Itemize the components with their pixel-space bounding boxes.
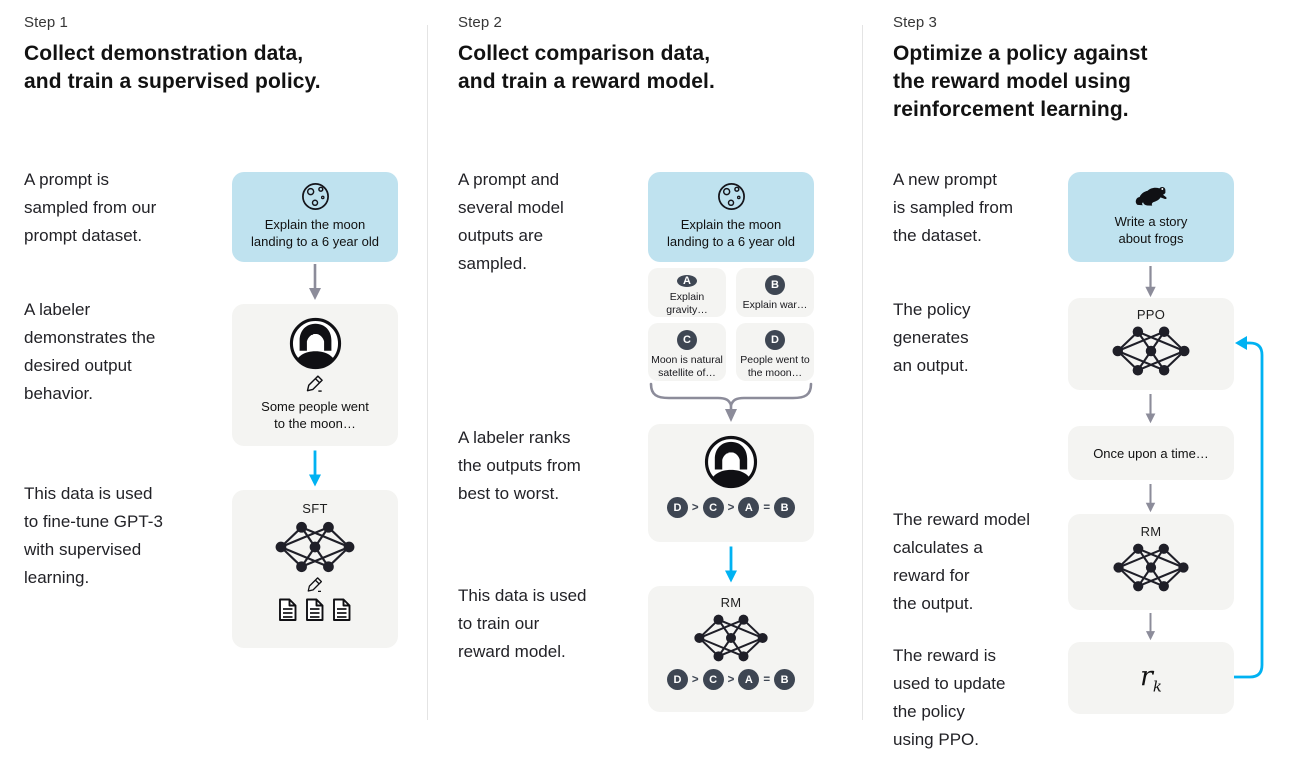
reward-value: rk (1139, 660, 1162, 696)
output-card-a: A Explain gravity… (648, 268, 726, 317)
step1-sft-box: SFT (232, 490, 398, 648)
down-arrow-cyan-icon (724, 546, 738, 584)
step3-ppo-box: PPO (1068, 298, 1234, 390)
rm-label: RM (720, 595, 742, 610)
rank-badge: A (738, 497, 760, 518)
step1-caption-labeler: A labeler demonstrates the desired outpu… (24, 300, 156, 403)
step3-output-box: Once upon a time… (1068, 426, 1234, 480)
output-card-b: B Explain war… (736, 268, 814, 317)
step2-caption-sample: A prompt and several model outputs are s… (458, 170, 564, 273)
moon-icon (301, 183, 329, 210)
step3-reward-box: rk (1068, 642, 1234, 714)
down-arrow-icon (1144, 613, 1157, 641)
step1-labeler-box: Some people went to the moon… (232, 304, 398, 446)
policy-output-text: Once upon a time… (1093, 445, 1209, 461)
moon-icon (717, 183, 745, 210)
step1-label: Step 1 (24, 14, 68, 31)
rank-operator: = (763, 501, 771, 514)
step3-prompt-box: Write a story about frogs (1068, 172, 1234, 262)
step3-caption-policy: The policy generates an output. (893, 300, 971, 375)
step2-label: Step 2 (458, 14, 502, 31)
output-badge-a: A (677, 275, 697, 287)
down-arrow-cyan-icon (308, 450, 322, 488)
step2-prompt-text: Explain the moon landing to a 6 year old (667, 217, 795, 249)
step3-title: Optimize a policy against the reward mod… (893, 42, 1148, 121)
rm-label: RM (1140, 524, 1162, 539)
network-icon (1112, 542, 1190, 593)
rank-operator: > (727, 501, 735, 514)
sft-label: SFT (302, 501, 328, 516)
down-arrow-icon (1144, 266, 1157, 298)
rank-operator: > (727, 673, 735, 686)
rank-badge: B (774, 497, 796, 518)
step2-labeler-box: D > C > A = B (648, 424, 814, 542)
pencil-icon (306, 375, 323, 392)
step3-caption-update: The reward is used to update the policy … (893, 646, 1006, 749)
rank-operator: > (691, 501, 699, 514)
rank-badge: C (702, 497, 724, 518)
output-text-b: Explain war… (742, 299, 808, 311)
step3-label: Step 3 (893, 14, 937, 31)
step1-prompt-box: Explain the moon landing to a 6 year old (232, 172, 398, 262)
step2-caption-train: This data is used to train our reward mo… (458, 586, 587, 661)
network-icon (693, 613, 769, 663)
brace-connector-icon (649, 382, 813, 422)
rank-badge: D (666, 669, 688, 690)
output-badge-d: D (765, 330, 785, 350)
rank-badge: B (774, 669, 796, 690)
step2-caption-rank: A labeler ranks the outputs from best to… (458, 428, 581, 503)
rank-operator: = (763, 673, 771, 686)
output-card-c: C Moon is natural satellite of… (648, 323, 726, 381)
feedback-loop-arrow-icon (1234, 336, 1264, 679)
rank-operator: > (691, 673, 699, 686)
ranking: D > C > A = B (666, 497, 796, 518)
step1-labeler-output: Some people went to the moon… (261, 399, 369, 431)
labeler-icon (288, 316, 343, 371)
step1-title: Collect demonstration data, and train a … (24, 42, 321, 93)
column-divider (427, 25, 428, 720)
output-text-d: People went to the moon… (740, 354, 810, 379)
output-text-a: Explain gravity… (666, 291, 708, 316)
output-text-c: Moon is natural satellite of… (651, 354, 723, 379)
network-icon (274, 520, 356, 574)
rank-badge: A (738, 669, 760, 690)
ranking: D > C > A = B (666, 669, 796, 690)
step2-prompt-box: Explain the moon landing to a 6 year old (648, 172, 814, 262)
step2-rm-box: RM D > C > A = B (648, 586, 814, 712)
output-badge-b: B (765, 275, 785, 295)
step3-rm-box: RM (1068, 514, 1234, 610)
column-divider (862, 25, 863, 720)
rank-badge: D (666, 497, 688, 518)
down-arrow-icon (1144, 484, 1157, 513)
step1-prompt-text: Explain the moon landing to a 6 year old (251, 217, 379, 249)
output-card-d: D People went to the moon… (736, 323, 814, 381)
rank-badge: C (702, 669, 724, 690)
frog-icon (1135, 186, 1167, 206)
step3-caption-prompt: A new prompt is sampled from the dataset… (893, 170, 1013, 245)
step3-prompt-text: Write a story about frogs (1114, 214, 1188, 246)
pencil-icon (307, 577, 323, 593)
step1-caption-prompt: A prompt is sampled from our prompt data… (24, 170, 157, 245)
step3-caption-reward: The reward model calculates a reward for… (893, 510, 1031, 613)
documents-icon (278, 598, 352, 622)
network-icon (1111, 325, 1191, 377)
ppo-label: PPO (1136, 307, 1166, 322)
step2-title: Collect comparison data, and train a rew… (458, 42, 715, 93)
labeler-icon (703, 434, 759, 490)
output-badge-c: C (677, 330, 697, 350)
step1-caption-finetune: This data is used to fine-tune GPT-3 wit… (24, 484, 163, 587)
down-arrow-icon (1144, 394, 1157, 424)
down-arrow-icon (308, 264, 322, 301)
